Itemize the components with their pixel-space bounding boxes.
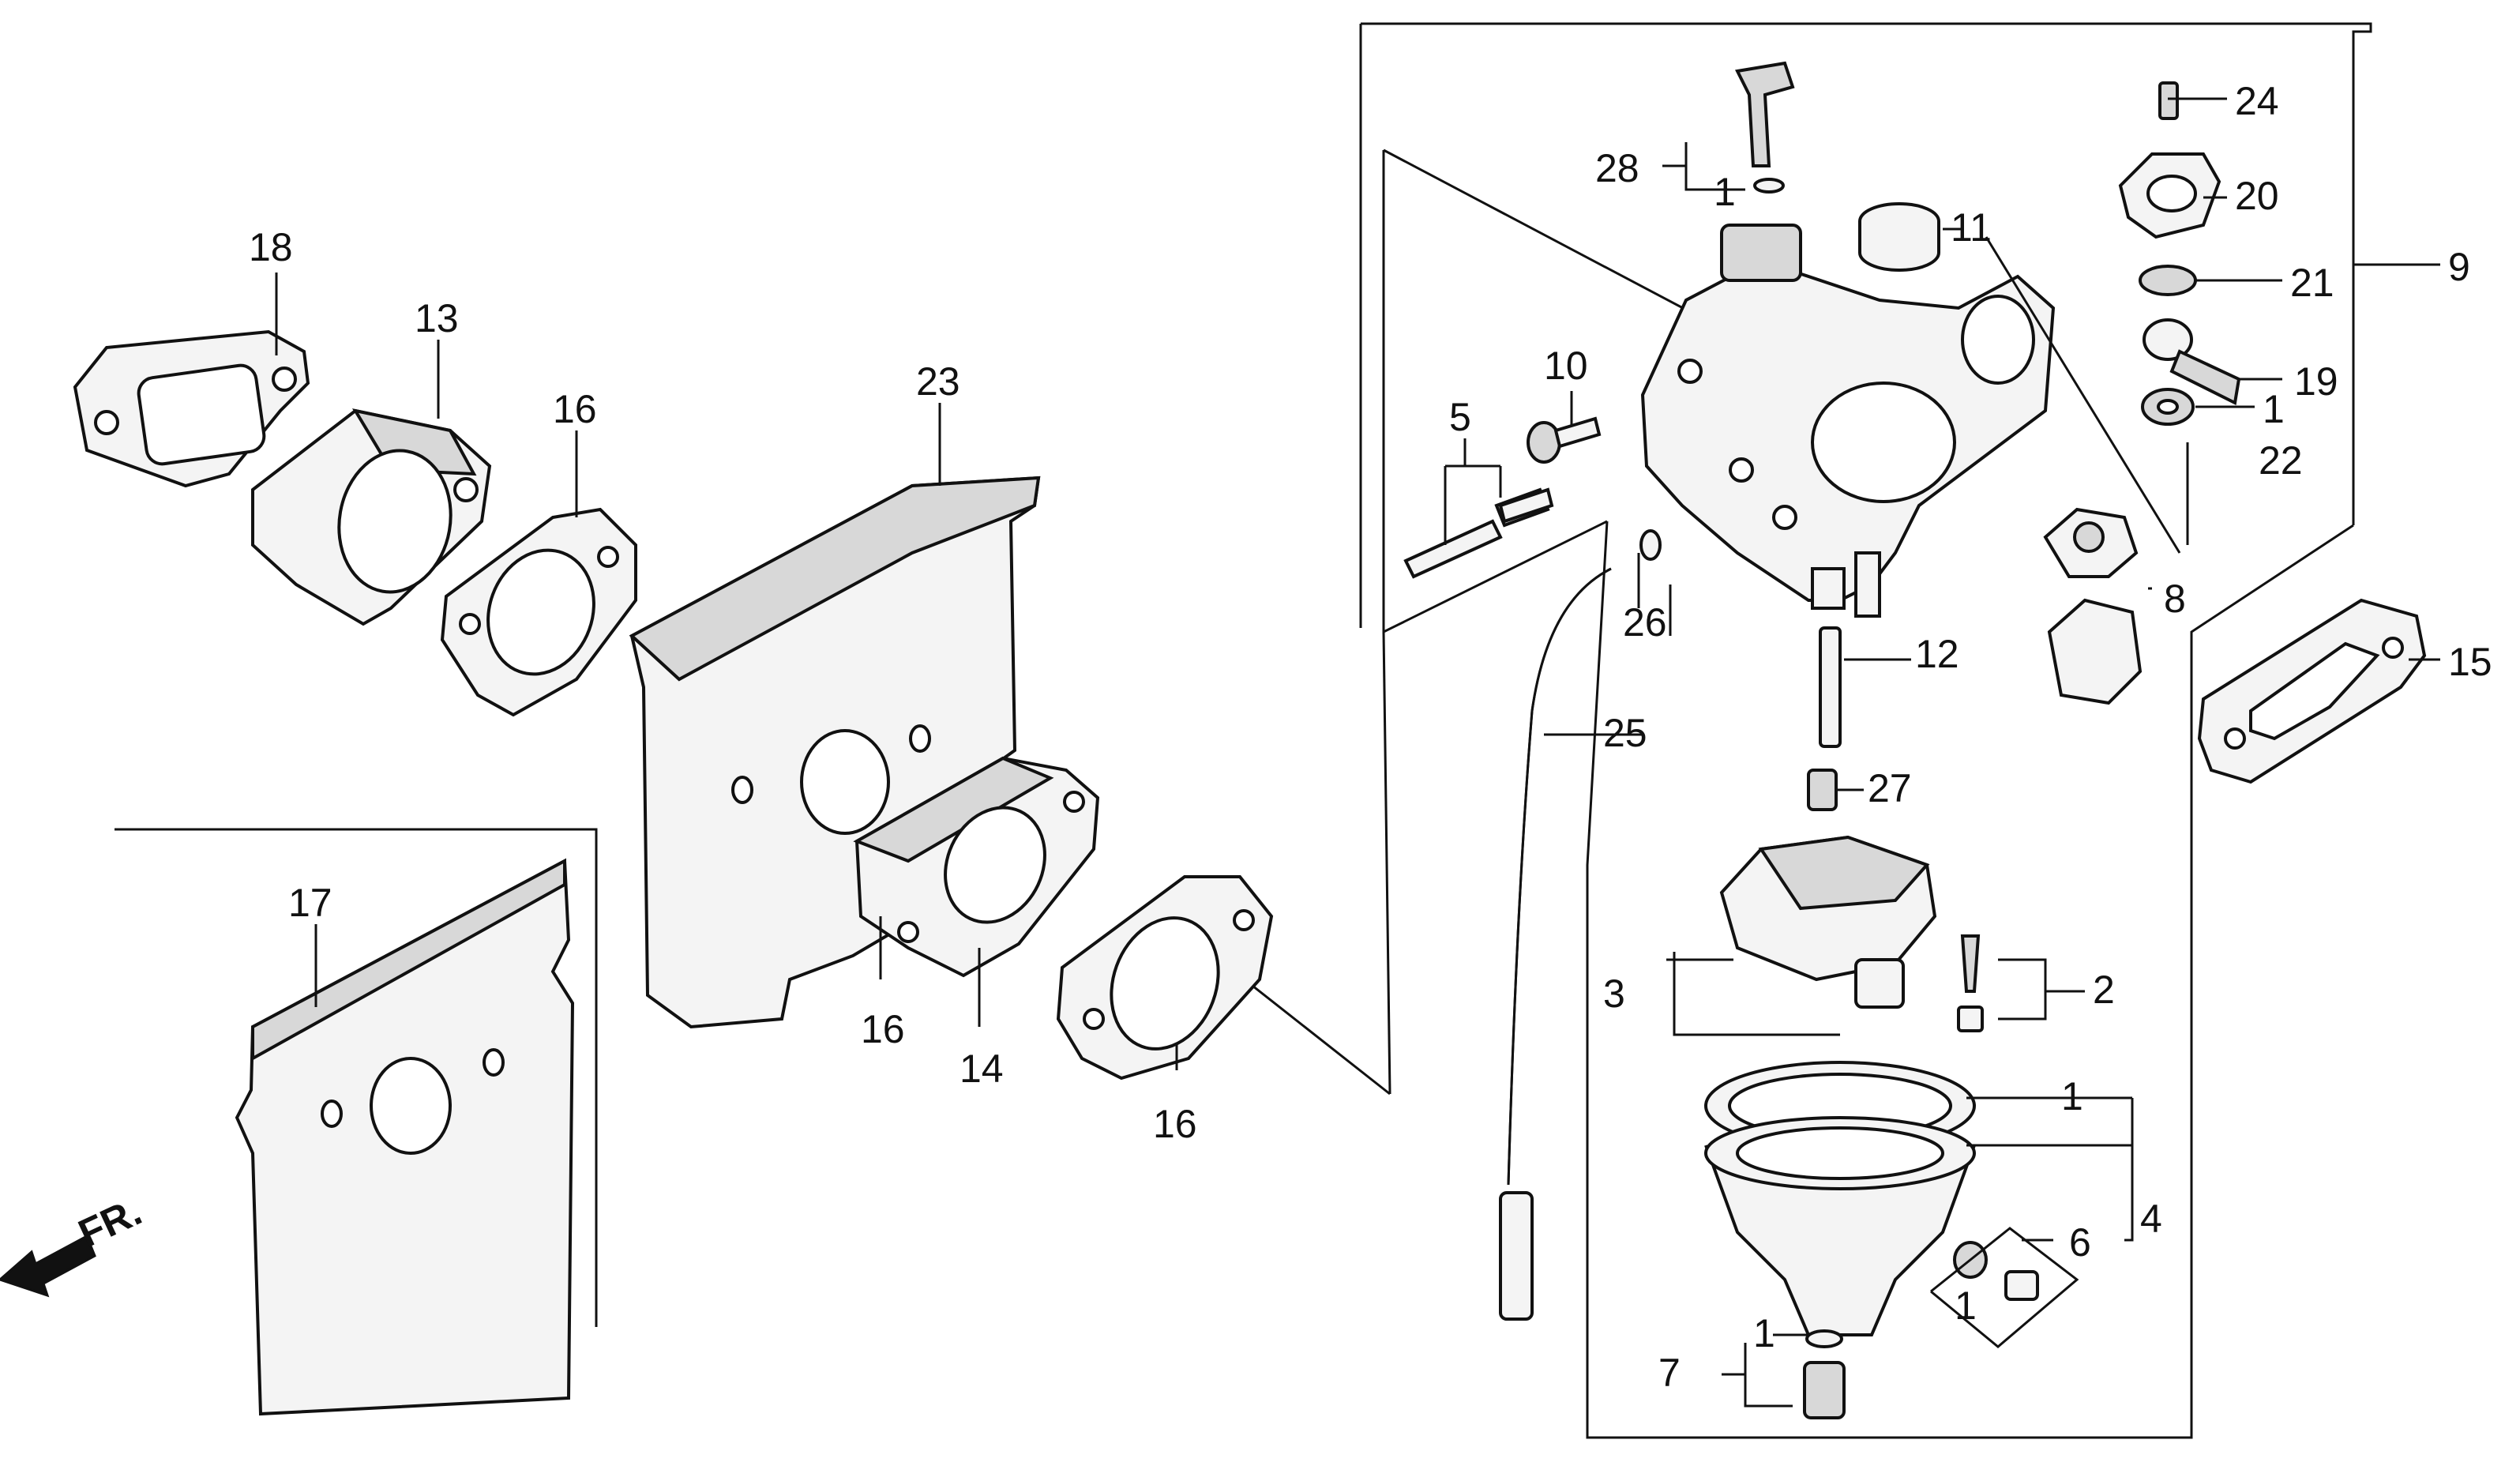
callout-16-lower: 16 [1153, 1102, 1197, 1146]
callout-7: 7 [1658, 1351, 1681, 1395]
callout-9: 9 [2448, 245, 2470, 289]
callout-13: 13 [415, 296, 459, 340]
carburetor-body [1640, 224, 2056, 618]
front-direction-arrow: FR. [0, 1189, 148, 1298]
fuel-tube-25 [1499, 567, 1612, 1321]
washer-22 [2141, 388, 2195, 426]
drain-screw-6 [1953, 1241, 2039, 1301]
gasket-16-upper [440, 507, 637, 717]
callout-21: 21 [2290, 261, 2334, 305]
callout-12: 12 [1915, 632, 1959, 676]
callout-25: 25 [1603, 711, 1647, 755]
callout-6: 6 [2069, 1220, 2091, 1265]
plate-20 [2118, 152, 2221, 239]
callout-16-upper: 16 [553, 387, 597, 431]
gasket-15 [2197, 598, 2427, 784]
seal-21 [2139, 265, 2197, 296]
callout-28: 28 [1595, 146, 1639, 190]
callout-27: 27 [1868, 766, 1912, 810]
callout-22: 22 [2259, 438, 2303, 483]
callout-18: 18 [249, 225, 293, 269]
callout-24: 24 [2235, 79, 2279, 123]
tube-clip-26 [1639, 529, 1662, 561]
callout-19: 19 [2294, 359, 2338, 404]
float-chamber-4 [1704, 1061, 1976, 1336]
callout-4: 4 [2140, 1197, 2162, 1241]
callout-11: 11 [1951, 205, 1992, 250]
callout-2: 2 [2093, 968, 2115, 1012]
callout-17: 17 [288, 881, 332, 925]
throttle-stop-screw-10 [1498, 416, 1602, 524]
heat-shield-frame [115, 828, 598, 1327]
callout-14: 14 [960, 1047, 1004, 1091]
callout-8: 8 [2164, 577, 2186, 621]
float-3 [1719, 835, 1937, 1009]
choke-lever-28 [1735, 61, 1795, 194]
callout-1-choke: 1 [1714, 170, 1736, 214]
cap-11 [1858, 202, 1940, 272]
carburetor-group-frame [1204, 22, 2372, 1439]
gasket-18 [73, 329, 310, 488]
callout-1-bolt: 1 [1753, 1311, 1775, 1355]
callout-labels: 18 13 16 23 17 16 14 16 5 10 28 1 11 26 … [249, 79, 2492, 1395]
callout-26: 26 [1623, 600, 1667, 645]
callout-15: 15 [2448, 640, 2492, 684]
main-nozzle-12 [1819, 626, 1842, 748]
spacer-14 [853, 756, 1100, 978]
leader-lines [275, 97, 2440, 1408]
callout-20: 20 [2235, 174, 2279, 218]
gasket-16-lower [1056, 875, 1274, 1081]
callout-10: 10 [1544, 344, 1588, 388]
callout-16-middle: 16 [861, 1007, 905, 1051]
callout-23: 23 [916, 359, 960, 404]
choke-valve-8 [2043, 507, 2143, 705]
insulator-13 [251, 408, 492, 626]
choke-arm-19 [2143, 318, 2241, 405]
callout-1-gasket: 1 [2061, 1074, 2083, 1118]
spring-27 [1807, 769, 1838, 811]
callout-3: 3 [1603, 972, 1625, 1016]
callout-1-washer: 1 [2263, 387, 2285, 431]
callout-5: 5 [1449, 395, 1471, 439]
screw-24 [2158, 81, 2179, 120]
float-valve-2 [1957, 934, 1984, 1032]
chamber-bolt-7 [1803, 1329, 1846, 1419]
callout-1-drain: 1 [1955, 1284, 1977, 1328]
heat-shield-plate-17 [235, 858, 575, 1416]
